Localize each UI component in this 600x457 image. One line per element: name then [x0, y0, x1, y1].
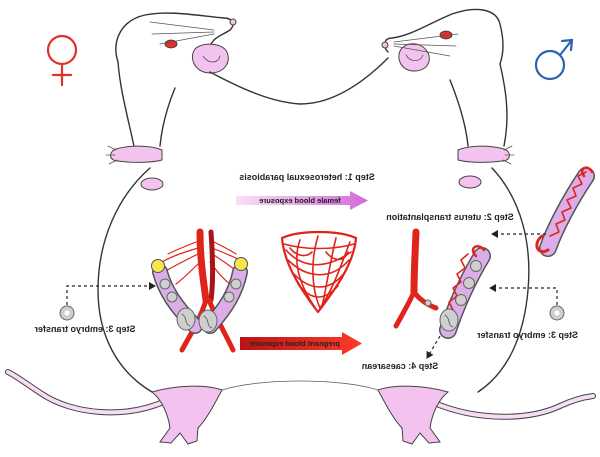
parabiosis-junction-top [209, 57, 389, 105]
step2-label: Step 2: uterus transplantation [386, 212, 514, 222]
left-rat-whiskers [149, 21, 215, 45]
recipient-vessel [410, 228, 420, 296]
caesarean-arrow [426, 335, 441, 359]
right-rat-tail [429, 393, 596, 420]
right-rat-nose [381, 41, 389, 49]
right-ovary [234, 257, 248, 271]
female-reproductive-tract [151, 228, 248, 353]
right-rat-forepaw [457, 145, 510, 163]
embryo [198, 309, 218, 333]
embryo [159, 278, 171, 290]
left-rat-ear [192, 43, 229, 74]
embryo [230, 278, 242, 290]
parabiosis-junction-bottom [221, 380, 379, 391]
right-rat-back [499, 63, 508, 147]
embryo [470, 260, 482, 272]
step3-left-label: Step 3: embryo transfer [34, 324, 136, 334]
female-blood-arrow [236, 191, 368, 210]
step1-label: Step 1: heterosexual parabiosis [239, 172, 375, 182]
embryo [455, 294, 467, 306]
female-blood-exposure-label: female blood exposure [259, 196, 341, 205]
transplanted-uterus [393, 228, 491, 339]
left-rat-eye [164, 39, 178, 49]
left-rat-flank [97, 167, 153, 393]
embryo [223, 291, 235, 303]
right-rat-male [377, 8, 530, 445]
right-rat-head [383, 8, 504, 65]
vascular-anastomosis [424, 299, 432, 307]
step3-right-label: Step 3: embryo transfer [476, 330, 579, 340]
left-rat-elbow [140, 177, 164, 191]
female-symbol-icon [46, 34, 78, 87]
left-rat-tail [5, 369, 171, 416]
left-rat-back [117, 61, 135, 147]
right-rat-hind-leg [377, 385, 450, 445]
left-ovary [151, 259, 165, 273]
step4-label: Step 4: caesarean [361, 361, 439, 371]
right-rat-whiskers [393, 33, 459, 57]
uterine-vessel [444, 253, 469, 317]
right-rat-chest [449, 79, 469, 147]
aorta [196, 228, 210, 304]
left-rat-female [97, 12, 237, 445]
embryo [463, 277, 475, 289]
left-rat-forepaw [110, 145, 163, 163]
donor-uterus-graft [535, 166, 595, 257]
vascular-anastomosis-mesh [280, 230, 358, 314]
left-rat-chest [159, 87, 176, 147]
embryo [439, 308, 459, 332]
pregnant-blood-arrow [240, 332, 362, 355]
embryo [176, 307, 196, 331]
male-symbol-icon [534, 38, 574, 81]
right-rat-flank [477, 167, 530, 393]
left-rat-nose [229, 18, 237, 26]
embryo [166, 291, 178, 303]
embryo-transfer-arrow-right [489, 284, 558, 305]
left-rat-hind-leg [150, 385, 223, 445]
pregnant-blood-exposure-label: pregnant blood exposure [250, 339, 341, 348]
embryo-transfer-arrow-left [66, 282, 156, 305]
right-rat-elbow [458, 175, 482, 189]
